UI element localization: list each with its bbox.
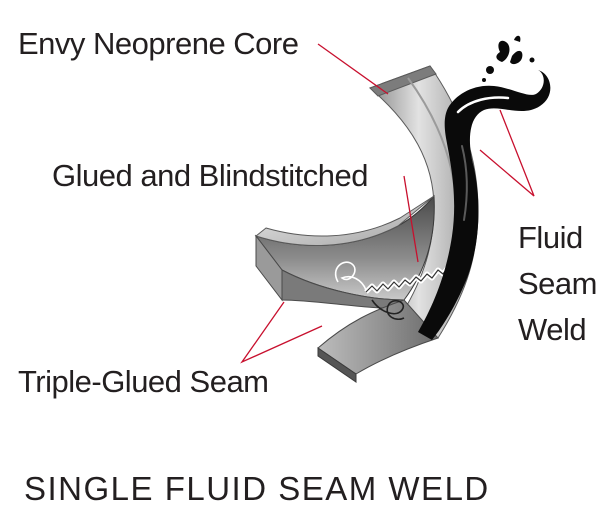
weld-droplet-icon xyxy=(482,35,535,82)
leader-core xyxy=(317,43,389,95)
weld-stream xyxy=(418,70,551,340)
label-fluid-line2: Seam xyxy=(518,266,597,301)
leader-stitch xyxy=(403,175,419,263)
thread-loop-upper xyxy=(334,261,367,291)
thread-loop-lower xyxy=(371,299,405,321)
outer-panel-top-edge xyxy=(369,65,437,97)
label-envy-neoprene-core: Envy Neoprene Core xyxy=(18,26,299,61)
diagram-caption: SINGLE FLUID SEAM WELD xyxy=(24,470,490,507)
leader-triple xyxy=(240,301,323,364)
leader-lines xyxy=(240,43,535,364)
lower-panel-front xyxy=(317,347,357,383)
label-triple-glued-seam: Triple-Glued Seam xyxy=(18,364,269,399)
label-glued-blindstitched: Glued and Blindstitched xyxy=(52,158,368,193)
leader-fluid xyxy=(479,109,535,197)
neoprene-panels xyxy=(254,65,479,383)
label-fluid-line1: Fluid xyxy=(518,220,583,255)
fluid-seam-weld xyxy=(418,35,551,340)
label-fluid-line3: Weld xyxy=(518,312,586,347)
blindstitch xyxy=(334,261,456,321)
left-flap-top xyxy=(254,195,435,246)
lower-neoprene-panel xyxy=(317,299,439,375)
